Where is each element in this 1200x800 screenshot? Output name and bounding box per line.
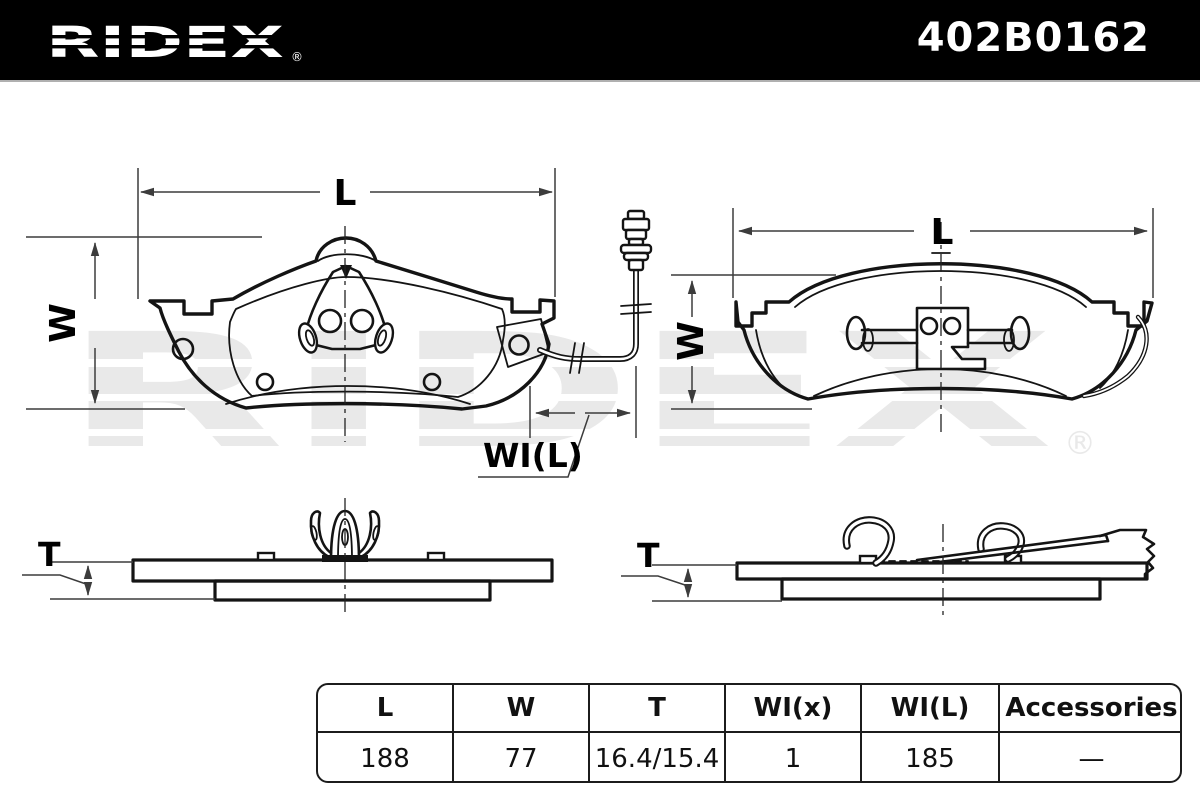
wear-indicator-sensor bbox=[619, 209, 653, 272]
wavy-clip-1 bbox=[842, 516, 896, 567]
value-wil: 185 bbox=[862, 733, 1000, 781]
label-L-front: L bbox=[334, 173, 357, 214]
col-header-wil: WI(L) bbox=[862, 685, 1000, 733]
part-number: 402B0162 bbox=[916, 15, 1150, 62]
value-w: 77 bbox=[454, 733, 590, 781]
watermark: RIDEX ® bbox=[62, 326, 1096, 481]
retainer-bar bbox=[915, 528, 1156, 581]
side-view-left bbox=[131, 498, 554, 613]
dim-thickness-left: T bbox=[22, 535, 215, 600]
wavy-clip-2 bbox=[976, 522, 1026, 563]
dim-thickness-right: T bbox=[621, 536, 782, 602]
col-header-w: W bbox=[454, 685, 590, 733]
watermark-text: RIDEX bbox=[62, 326, 1054, 481]
col-header-t: T bbox=[590, 685, 726, 733]
value-t: 16.4/15.4 bbox=[590, 733, 726, 781]
value-accessories: — bbox=[1078, 744, 1105, 774]
brand-logo-text: RIDEX bbox=[46, 18, 284, 68]
crown-clip bbox=[309, 509, 381, 562]
brand-logo: RIDEX ® bbox=[46, 18, 303, 68]
value-l: 188 bbox=[318, 733, 454, 781]
label-L-rear: L bbox=[931, 212, 954, 253]
col-header-accessories: Accessories bbox=[1000, 685, 1180, 733]
logo-registered-mark: ® bbox=[291, 50, 303, 64]
clip-apex bbox=[340, 265, 352, 279]
logo-stripes bbox=[46, 35, 286, 49]
col-header-l: L bbox=[318, 685, 454, 733]
value-wix: 1 bbox=[726, 733, 862, 781]
spec-table: L W T WI(x) WI(L) Accessories 188 77 16.… bbox=[316, 683, 1182, 783]
side-view-right bbox=[735, 516, 1156, 615]
col-header-wix: WI(x) bbox=[726, 685, 862, 733]
label-T-left: T bbox=[38, 535, 61, 574]
dim-length-rear: L bbox=[732, 208, 1154, 298]
arc-break bbox=[932, 246, 950, 255]
watermark-registered-mark: ® bbox=[1064, 424, 1096, 462]
label-T-right: T bbox=[637, 536, 660, 575]
dim-length-front: L bbox=[137, 168, 556, 299]
header-bar: RIDEX ® 402B0162 bbox=[0, 0, 1200, 82]
